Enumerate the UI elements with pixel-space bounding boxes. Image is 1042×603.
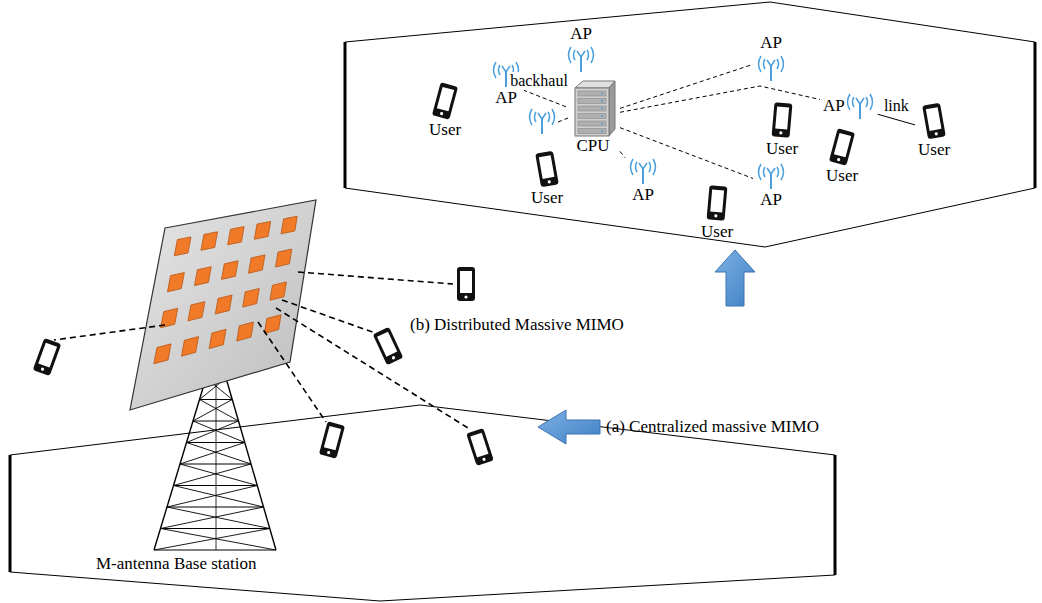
base-station-label: M-antenna Base station (95, 554, 258, 575)
node-label: User (429, 121, 461, 140)
backhaul-link (524, 90, 566, 106)
backhaul-link (620, 64, 753, 108)
antenna-icon (845, 91, 875, 121)
node-label: User (766, 140, 798, 159)
antenna-panel (130, 200, 316, 410)
block-arrow (538, 410, 600, 444)
access-point: AP (565, 24, 597, 75)
user-device: User (428, 80, 462, 141)
node-label: AP (570, 25, 592, 44)
phone-icon (701, 183, 733, 223)
node-label: User (918, 141, 950, 160)
region-outline (10, 405, 835, 455)
node-label: AP (760, 191, 782, 210)
backhaul-link (620, 151, 625, 157)
edge-label: backhaul (509, 72, 569, 90)
phone-icons (33, 267, 494, 466)
block-arrow (715, 250, 755, 306)
antenna-icon (756, 161, 786, 191)
node-label: AP (495, 89, 517, 108)
user-device: User (917, 100, 951, 161)
radio-link (878, 114, 915, 125)
node-label: User (701, 223, 733, 242)
antenna-icon (566, 44, 596, 74)
user-device: User (700, 182, 734, 243)
phone-icon (429, 81, 461, 121)
user-device: User (825, 126, 859, 187)
region-outline (345, 2, 1035, 42)
node-label: AP (760, 34, 782, 53)
backhaul-line (558, 118, 568, 122)
region-edge (834, 455, 837, 575)
region-edge (9, 455, 12, 572)
region-outline (345, 188, 1035, 247)
node-label: CPU (576, 137, 609, 156)
server-icon (569, 79, 617, 137)
edge-label: link (883, 97, 910, 115)
region-edge (1034, 42, 1037, 188)
antenna-icon (628, 156, 658, 186)
user-device: User (765, 99, 799, 160)
node-label: AP (632, 186, 654, 205)
antenna-icon (756, 53, 786, 83)
ap-antenna (530, 109, 555, 134)
node-label: User (531, 189, 563, 208)
node-label: AP (823, 97, 845, 116)
phone-icon (918, 101, 950, 141)
station-label: M-antenna Base station (96, 555, 257, 574)
phone-icon (766, 100, 798, 140)
access-point: AP (755, 160, 787, 211)
access-point: AP (755, 33, 787, 84)
backhaul-link (620, 128, 753, 179)
node-label: User (826, 167, 858, 186)
access-point: AP (627, 155, 659, 206)
phone-icon (531, 149, 563, 189)
cpu-server: CPU (568, 78, 618, 157)
access-point: AP (822, 90, 876, 122)
region-edge (344, 42, 347, 188)
region-outline (10, 572, 835, 601)
phone-icon (826, 127, 858, 167)
caption-label: (a) Centralized massive MIMO (606, 418, 819, 437)
radio-links (54, 272, 468, 428)
user-device: User (530, 148, 564, 209)
antenna-elements (154, 216, 297, 364)
caption-label: (b) Distributed Massive MIMO (410, 316, 624, 335)
